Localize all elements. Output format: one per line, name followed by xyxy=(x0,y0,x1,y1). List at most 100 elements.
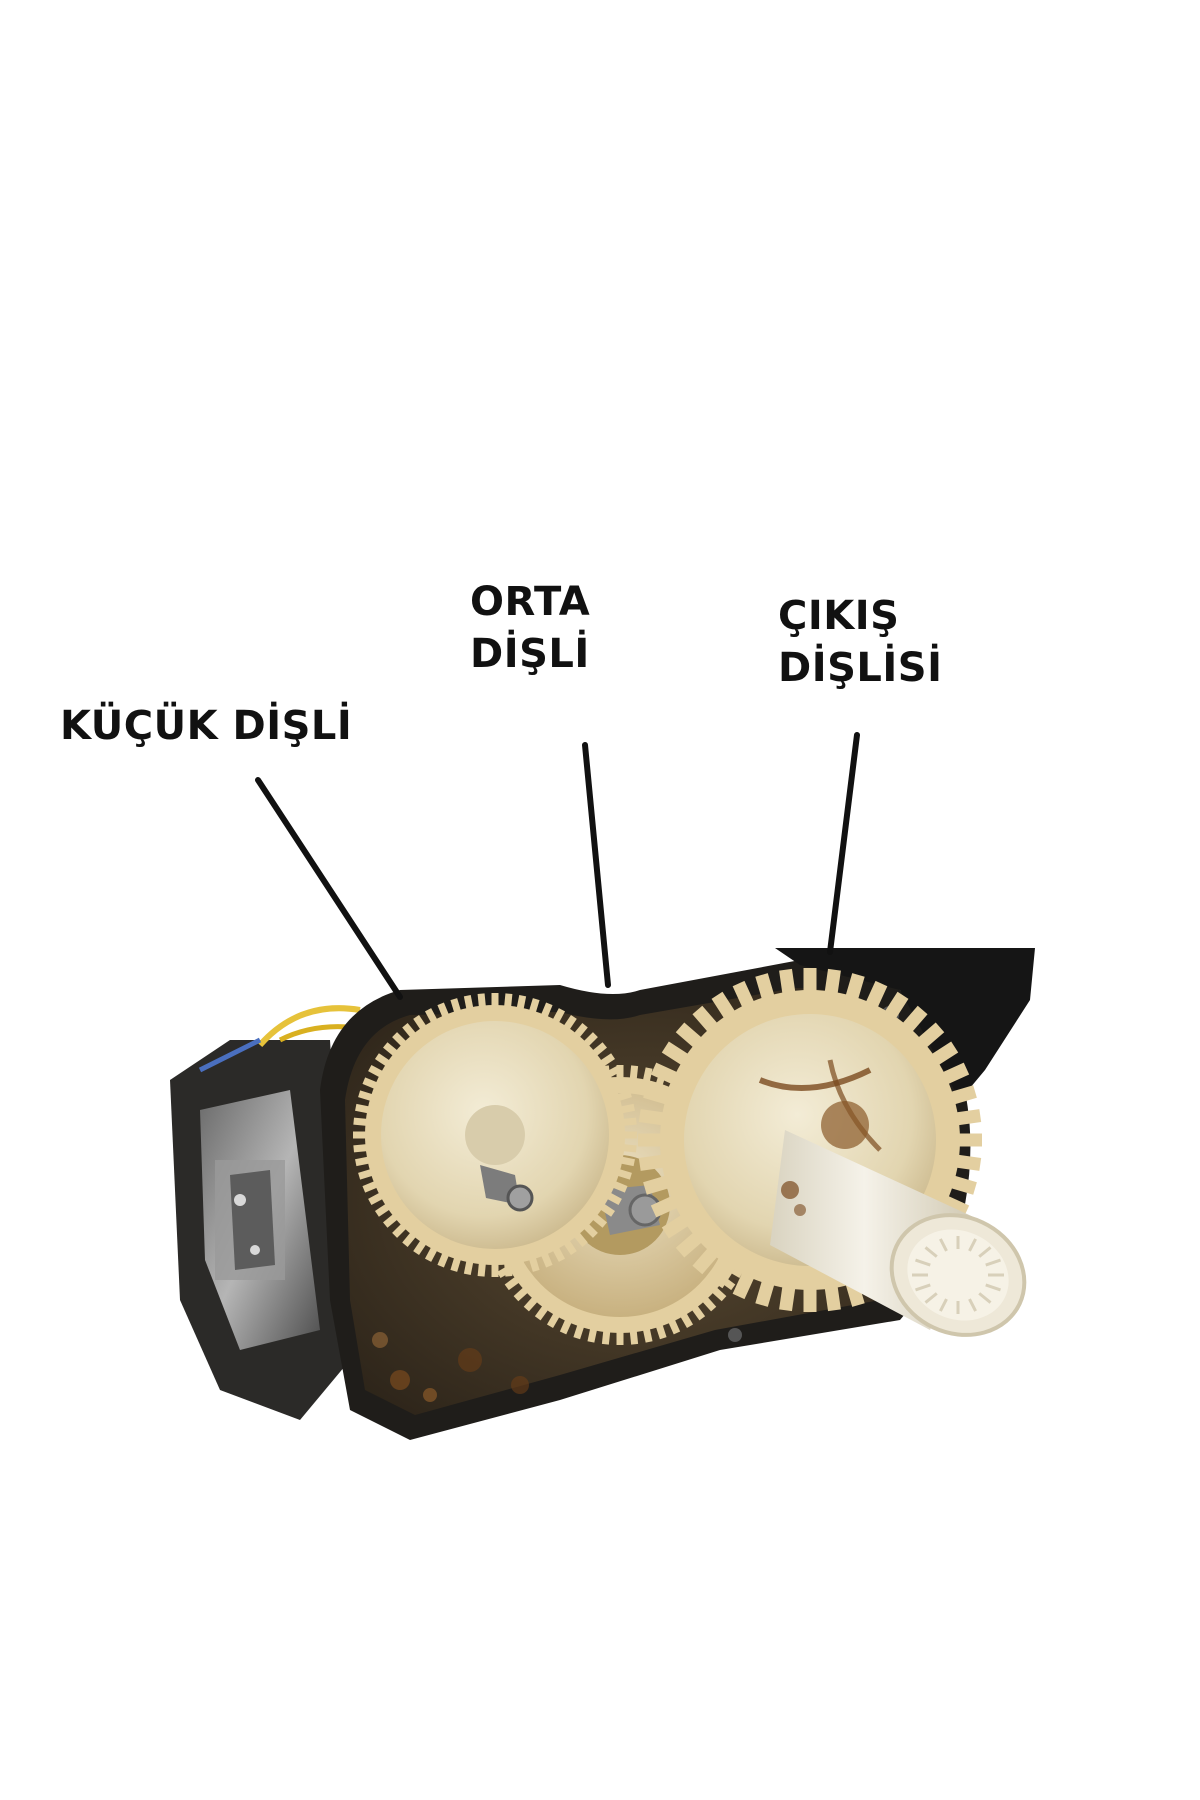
leader-lines xyxy=(255,732,860,1000)
small-gear-tooth xyxy=(450,998,462,1016)
small-gear-tooth xyxy=(491,993,499,1009)
small-gear-tooth xyxy=(383,1212,400,1228)
shaft-spline-ridge xyxy=(968,1238,977,1252)
small-gear-tooth xyxy=(413,1237,428,1256)
small-gear-tooth xyxy=(516,995,527,1013)
label-small-gear-line-1: KÜÇÜK DİŞLİ xyxy=(60,703,353,749)
shaft-spline-ridge xyxy=(915,1258,931,1267)
label-output-gear-line-2: DİŞLİSİ xyxy=(778,645,943,691)
label-middle-gear: ORTA DİŞLİ xyxy=(470,576,590,680)
shaft-spline-ridge xyxy=(985,1258,1001,1267)
small-gear-tooth xyxy=(402,1230,418,1247)
output-gear-tooth xyxy=(650,1194,680,1218)
shaft-spline-ridge xyxy=(978,1292,992,1304)
output-gear-tooth xyxy=(779,1283,796,1312)
small-gear-tooth xyxy=(413,1014,428,1033)
output-gear-tooth xyxy=(803,1286,817,1312)
middle-gear-tooth xyxy=(587,1325,598,1343)
small-gear-tooth xyxy=(383,1042,400,1058)
shaft-spline-ridge xyxy=(939,1298,948,1312)
output-gear-tooth xyxy=(638,1133,664,1147)
small-gear-tooth xyxy=(424,1008,439,1026)
shaft-spline-ridge xyxy=(978,1246,992,1258)
shaft-spline-ridge xyxy=(985,1283,1001,1292)
label-output-gear-line-1: ÇIKIŞ xyxy=(778,593,900,639)
label-output-gear: ÇIKIŞ DİŞLİSİ xyxy=(778,590,942,694)
output-gear-tooth xyxy=(675,1022,704,1050)
output-gear-tooth xyxy=(948,1174,977,1195)
middle-gear-tooth xyxy=(523,1294,540,1312)
small-gear-tooth xyxy=(368,1064,386,1079)
output-gear-tooth xyxy=(900,1005,928,1034)
label-middle-gear-line-2: DİŞLİ xyxy=(470,631,590,677)
small-gear-tooth xyxy=(503,1260,513,1277)
middle-gear-tooth xyxy=(513,1285,531,1302)
small-gear-tooth xyxy=(617,1156,635,1167)
middle-gear-tooth xyxy=(667,1316,681,1335)
small-gear-tooth xyxy=(355,1103,373,1114)
label-middle-gear-line-1: ORTA xyxy=(470,579,591,625)
output-gear-tooth xyxy=(864,980,888,1010)
middle-gear-tooth xyxy=(504,1275,522,1291)
middle-gear-tooth xyxy=(559,1316,573,1335)
output-gear-tooth xyxy=(692,1005,720,1034)
small-gear-tooth xyxy=(528,998,540,1016)
leader-line-middle-gear xyxy=(582,742,611,988)
middle-gear-tooth xyxy=(654,1321,667,1340)
small-gear-tooth xyxy=(374,1053,393,1068)
middle-gear-tooth xyxy=(642,1325,653,1343)
output-gear-tooth xyxy=(803,968,817,994)
output-gear-tooth xyxy=(643,1085,672,1106)
small-gear-tooth xyxy=(597,1202,616,1217)
middle-gear-tooth xyxy=(546,1310,562,1328)
small-gear-tooth xyxy=(358,1090,376,1102)
small-gear-tooth xyxy=(562,1237,577,1256)
middle-gear-tooth xyxy=(690,1303,706,1321)
middle-gear-tooth xyxy=(616,1329,624,1345)
middle-gear-tooth xyxy=(629,1327,639,1345)
output-gear-tooth xyxy=(732,1270,756,1300)
output-gear-tooth xyxy=(711,991,737,1021)
small-gear-tooth xyxy=(353,1117,370,1127)
output-gear-tooth xyxy=(755,1278,776,1307)
small-gear-tooth xyxy=(551,1008,566,1026)
small-gear-tooth xyxy=(572,1230,588,1247)
output-gear-tooth xyxy=(844,973,865,1002)
small-gear-tooth xyxy=(392,1221,409,1238)
small-gear-tooth xyxy=(610,1077,628,1091)
shaft-spline-ridge xyxy=(924,1292,938,1304)
small-gear-tooth xyxy=(597,1053,616,1068)
middle-gear-tooth xyxy=(616,1065,624,1081)
small-gear-tooth xyxy=(355,1156,373,1167)
output-gear-tooth xyxy=(661,1041,691,1067)
small-gear-tooth xyxy=(424,1244,439,1262)
output-gear-tooth xyxy=(929,1041,959,1067)
middle-gear-tooth xyxy=(601,1327,611,1345)
output-gear-tooth xyxy=(953,1109,982,1126)
small-gear-tooth xyxy=(621,1131,637,1139)
small-gear-tooth xyxy=(539,1250,553,1268)
middle-gear-tooth xyxy=(678,1310,694,1328)
small-gear-tooth xyxy=(491,1261,499,1277)
output-gear-tooth xyxy=(638,1154,667,1171)
small-gear-tooth xyxy=(551,1244,566,1262)
small-gear-tooth xyxy=(590,1042,607,1058)
shaft-spline-ridge xyxy=(915,1283,931,1292)
motor xyxy=(170,1005,371,1420)
label-small-gear: KÜÇÜK DİŞLİ xyxy=(60,700,352,752)
small-gear-tooth xyxy=(353,1143,370,1153)
small-gear-tooth xyxy=(604,1191,622,1206)
small-gear-tooth xyxy=(437,1250,451,1268)
small-gear-tooth xyxy=(572,1023,588,1040)
output-gear-tooth xyxy=(692,1246,720,1275)
small-gear xyxy=(353,993,637,1277)
small-gear-tooth xyxy=(617,1103,635,1114)
output-gear-tooth xyxy=(940,1062,970,1086)
small-gear-tooth xyxy=(463,1257,474,1275)
small-gear-tooth xyxy=(620,1117,637,1127)
small-gear-tooth xyxy=(614,1168,632,1180)
shaft-spline-ridge xyxy=(924,1246,938,1258)
middle-gear-tooth xyxy=(629,1065,639,1083)
